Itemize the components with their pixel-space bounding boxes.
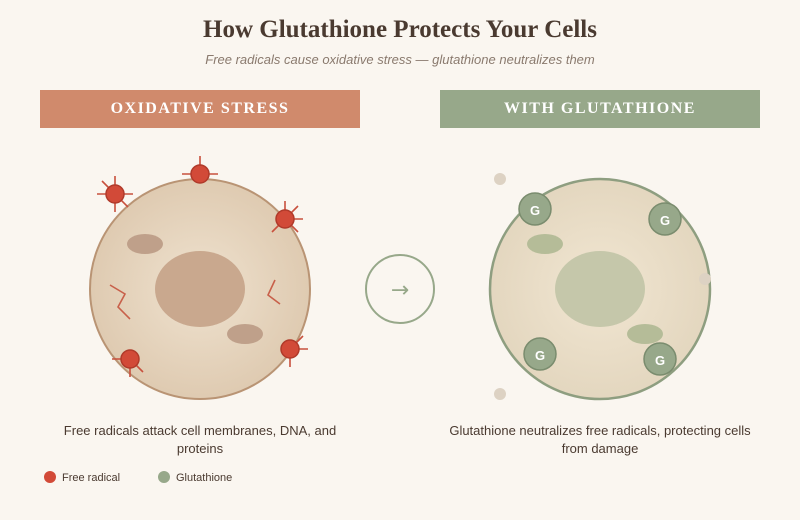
glutathione-molecule: G xyxy=(643,342,677,376)
free-radical-icon xyxy=(112,349,144,377)
legend-glutathione-label: Glutathione xyxy=(176,472,233,484)
oxidative-stress-caption: Free radicals attack cell membranes, DNA… xyxy=(63,423,337,456)
legend-glutathione: Glutathione xyxy=(158,471,232,485)
free-radical-icon xyxy=(271,201,303,233)
oxidative-stress-banner: OXIDATIVE STRESS xyxy=(40,90,360,128)
glutathione-label: G xyxy=(530,203,540,218)
membrane-crack xyxy=(267,279,281,305)
glutathione-label: G xyxy=(535,348,545,363)
neutralized-radical xyxy=(494,388,506,400)
neutralized-radical xyxy=(494,173,506,185)
glutathione-label: G xyxy=(655,353,665,368)
free-radical-dot-icon xyxy=(44,471,56,484)
protected-organelle xyxy=(527,234,563,254)
protected-organelle xyxy=(627,324,663,344)
glutathione-dot-icon xyxy=(158,471,170,484)
damaged-organelle xyxy=(227,324,263,344)
neutralized-radical xyxy=(699,273,711,285)
glutathione-molecule: G xyxy=(648,202,682,236)
membrane-crack xyxy=(109,284,131,320)
glutathione-molecule: G xyxy=(518,192,552,226)
free-radical-icon xyxy=(182,156,218,184)
page-title: How Glutathione Protects Your Cells xyxy=(203,16,597,43)
free-radical-icon xyxy=(97,176,133,212)
glutathione-label: G xyxy=(660,213,670,228)
transition-arrow-circle xyxy=(365,254,435,324)
damaged-cell xyxy=(89,178,311,400)
arrow-right-icon: → xyxy=(391,278,409,303)
glutathione-molecule: G xyxy=(523,337,557,371)
glutathione-banner: WITH GLUTATHIONE xyxy=(440,90,760,128)
glutathione-caption: Glutathione neutralizes free radicals, p… xyxy=(449,423,751,456)
damaged-cell-nucleus xyxy=(155,251,245,327)
free-radical-icon xyxy=(280,335,308,367)
legend-free-radical-label: Free radical xyxy=(62,472,121,484)
damaged-organelle xyxy=(127,234,163,254)
protected-cell-nucleus xyxy=(555,251,645,327)
legend-free-radical: Free radical xyxy=(44,471,120,485)
page-subtitle: Free radicals cause oxidative stress — g… xyxy=(205,52,595,67)
